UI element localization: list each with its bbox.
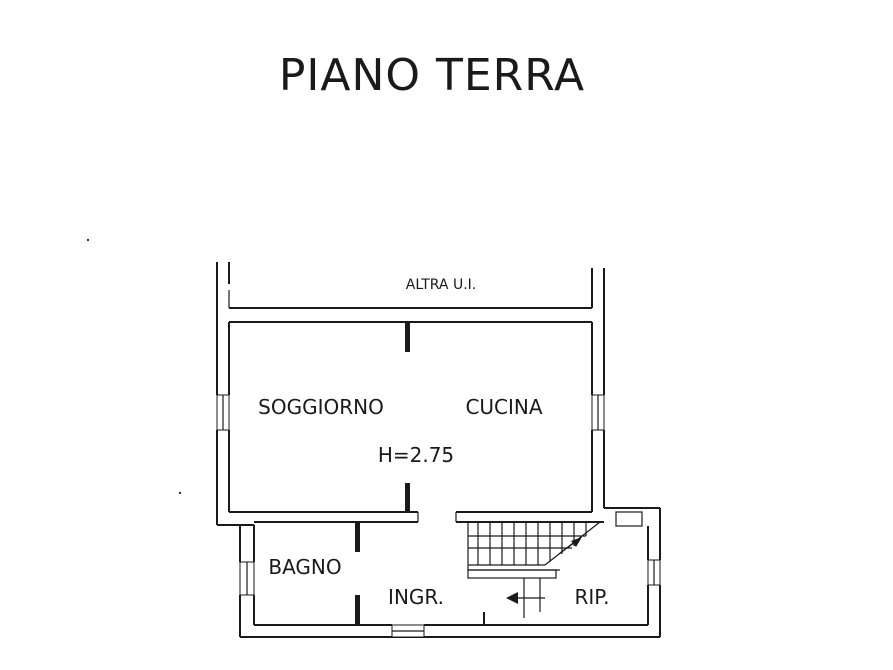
outer-walls bbox=[216, 321, 661, 638]
entrance-arrow-icon bbox=[506, 592, 545, 604]
staircase bbox=[467, 521, 601, 618]
neighbour-unit-outline bbox=[216, 262, 605, 395]
label-ceiling-height: H=2.75 bbox=[378, 443, 454, 467]
label-soggiorno: SOGGIORNO bbox=[258, 395, 384, 419]
interior-walls bbox=[229, 322, 643, 625]
windows bbox=[216, 394, 661, 638]
plan-title: PIANO TERRA bbox=[279, 50, 585, 101]
label-bagno: BAGNO bbox=[268, 555, 341, 579]
label-altra-ui: ALTRA U.I. bbox=[406, 277, 476, 293]
label-cucina: CUCINA bbox=[465, 395, 542, 419]
label-ingresso: INGR. bbox=[388, 585, 444, 609]
speck bbox=[86, 238, 90, 242]
speck bbox=[178, 491, 182, 495]
label-ripostiglio: RIP. bbox=[574, 585, 609, 609]
